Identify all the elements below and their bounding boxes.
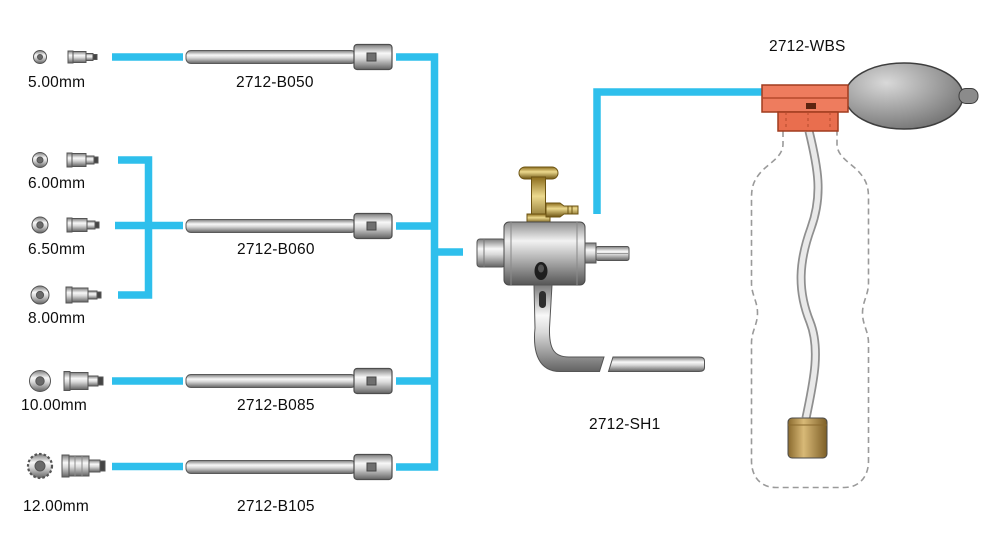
adapter-size-label-10mm: 10.00mm xyxy=(21,397,88,414)
adapter-6mm-parts xyxy=(32,152,99,168)
barrel-b060 xyxy=(185,212,393,240)
adapter-10mm-parts xyxy=(29,370,104,392)
barrel-b105 xyxy=(185,453,393,481)
adapter-size-label-8mm: 8.00mm xyxy=(28,310,86,327)
suction-handle-part-label: 2712-SH1 xyxy=(589,416,661,433)
squeeze-bulb xyxy=(844,62,964,130)
handle-grip xyxy=(533,284,605,372)
adapter-12mm-parts xyxy=(26,452,106,480)
adapter-8mm-parts xyxy=(30,285,102,305)
connector-to-bottle xyxy=(593,88,762,214)
water-bottle-assembly xyxy=(750,62,979,489)
hose-barb xyxy=(545,202,579,218)
adapter-size-label-6-5mm: 6.50mm xyxy=(28,241,86,258)
barrel-part-label-b105: 2712-B105 xyxy=(237,498,315,515)
adapter-size-label-6mm: 6.00mm xyxy=(28,175,86,192)
barrel-part-label-b060: 2712-B060 xyxy=(237,241,315,258)
adapter-size-label-12mm: 12.00mm xyxy=(23,498,90,515)
barrel-part-label-b085: 2712-B085 xyxy=(237,397,315,414)
suction-handle-assembly xyxy=(476,166,705,372)
barrel-part-label-b050: 2712-B050 xyxy=(236,74,314,91)
handle-grip-extension xyxy=(607,356,705,372)
adapter-size-label-5mm: 5.00mm xyxy=(28,74,86,91)
adapter-5mm-parts xyxy=(33,50,98,64)
water-bottle-part-label: 2712-WBS xyxy=(769,38,846,55)
tube-weight xyxy=(787,417,828,459)
adapter-6-5mm-parts xyxy=(31,216,100,234)
bottle-outline xyxy=(750,131,870,489)
barrel-b050 xyxy=(185,43,393,71)
connector-bracket-right xyxy=(396,53,439,471)
connector-lines xyxy=(112,53,762,471)
barrel-b085 xyxy=(185,367,393,395)
handle-rear-cap xyxy=(476,238,506,268)
